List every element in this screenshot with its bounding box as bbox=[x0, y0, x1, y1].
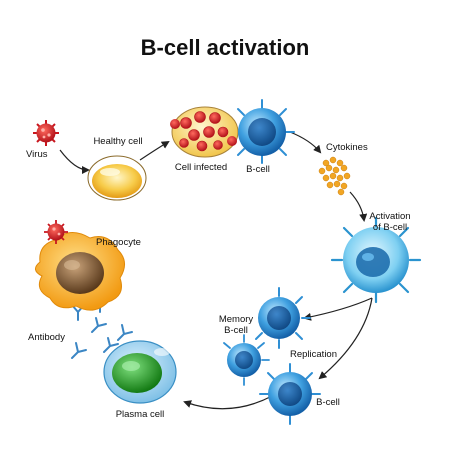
cytokines-icon bbox=[318, 156, 351, 196]
arrow-bcell-to-plasma bbox=[183, 395, 273, 410]
b-cell-icon-bottom bbox=[259, 363, 321, 425]
label-cell-infected: Cell infected bbox=[175, 162, 227, 173]
label-plasma-cell: Plasma cell bbox=[116, 409, 165, 420]
healthy-cell-icon bbox=[87, 155, 147, 201]
label-b-cell-bottom: B-cell bbox=[316, 397, 340, 408]
label-memory-line2: B-cell bbox=[224, 325, 248, 336]
virus-icon-phagocyte bbox=[44, 220, 68, 244]
label-memory-line1: Memory bbox=[219, 314, 254, 325]
infected-cell-icon bbox=[170, 106, 239, 158]
label-healthy-cell: Healthy cell bbox=[93, 136, 142, 147]
arrow-bcell-to-cytokines bbox=[289, 131, 322, 154]
plasma-cell-icon bbox=[103, 340, 177, 404]
memory-b-cell-icon bbox=[255, 287, 311, 349]
label-activation-line1: Activation bbox=[369, 211, 410, 222]
b-cell-icon-top bbox=[237, 99, 295, 164]
label-phagocyte: Phagocyte bbox=[96, 237, 141, 248]
phagocyte-icon bbox=[35, 232, 125, 311]
label-antibody: Antibody bbox=[28, 332, 65, 343]
arrow-healthy-to-infected bbox=[139, 140, 170, 161]
label-cytokines: Cytokines bbox=[326, 142, 368, 153]
arrow-activation-to-memory bbox=[303, 297, 373, 321]
virus-icon bbox=[33, 120, 59, 146]
label-b-cell-top: B-cell bbox=[246, 164, 270, 175]
arrow-activation-to-bcell bbox=[318, 297, 373, 380]
label-virus: Virus bbox=[26, 149, 48, 160]
diagram-title: B-cell activation bbox=[141, 35, 310, 60]
arrow-virus-to-healthy bbox=[59, 149, 90, 174]
arrow-cytokines-to-activation bbox=[349, 191, 368, 222]
label-activation-line2: of B-cell bbox=[373, 222, 407, 233]
label-replication: Replication bbox=[290, 349, 337, 360]
arrows bbox=[59, 131, 373, 410]
activated-b-cell-icon bbox=[330, 216, 422, 304]
replicating-b-cell-icon bbox=[223, 334, 270, 386]
